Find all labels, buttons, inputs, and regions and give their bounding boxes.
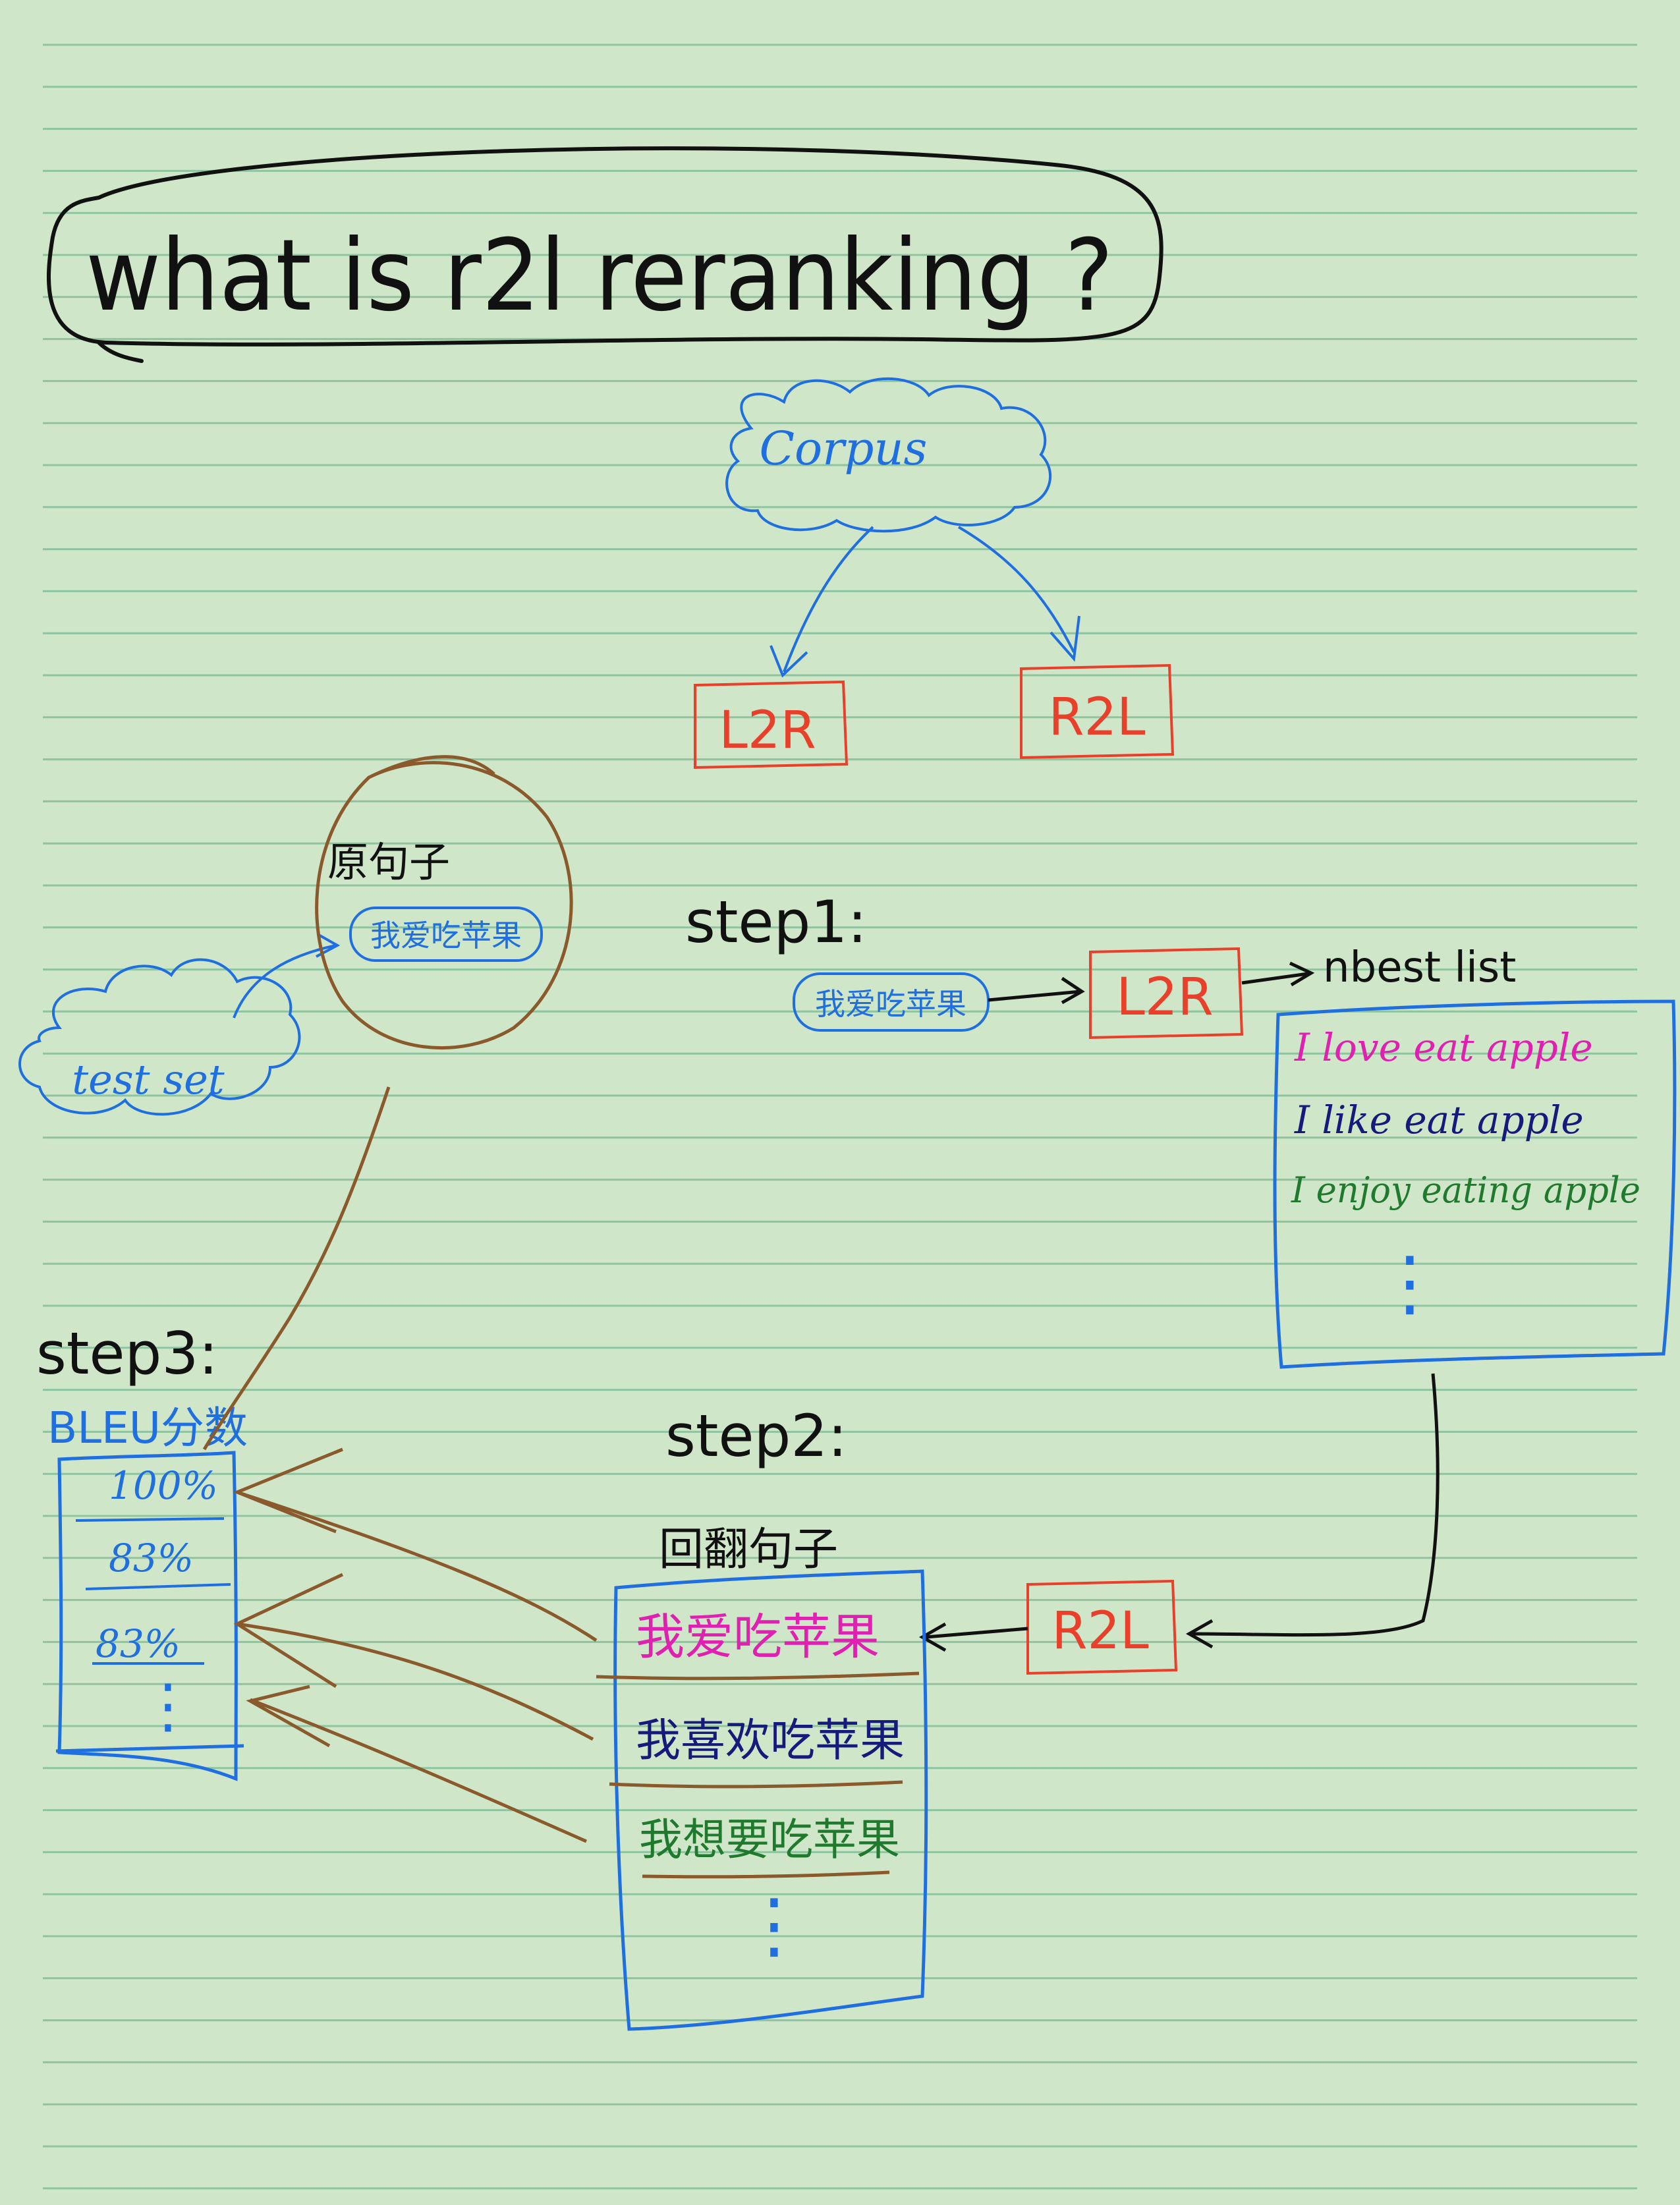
source-sentence-text: 我爱吃苹果 — [370, 918, 522, 953]
nbest-list-box — [1273, 999, 1677, 1369]
l2r-model-top: L2R — [694, 680, 849, 769]
nbest-item-1: I love eat apple — [1294, 1025, 1593, 1070]
l2r-box-top — [694, 680, 849, 769]
bleu-score-3: 83% — [96, 1621, 181, 1666]
backtranslation-item-2: 我喜欢吃苹果 — [636, 1715, 905, 1767]
backtranslation-item-3: 我想要吃苹果 — [639, 1814, 900, 1865]
corpus-cloud — [725, 377, 1052, 533]
r2l-box-top — [1020, 663, 1175, 760]
test-set-label: test set — [72, 1055, 225, 1103]
bottom-underline — [55, 1744, 244, 1753]
arrowhead-corpus-r2l — [1050, 615, 1080, 662]
corpus-label: Corpus — [760, 422, 928, 476]
l2r-label-step1: L2R — [1116, 968, 1213, 1027]
l2r-label-top: L2R — [719, 701, 816, 760]
bleu-header: BLEU分数 — [47, 1403, 248, 1453]
arrow-item1-to-score1 — [233, 1447, 598, 1642]
source-sentence-circle — [315, 755, 573, 1050]
arrow-r2l-to-backtranslation — [925, 1627, 1028, 1639]
backtranslation-header: 回翻句子 — [659, 1524, 838, 1576]
title-group: what is r2l reranking ? — [46, 146, 1163, 363]
arrow-item2-to-score2 — [233, 1573, 594, 1741]
r2l-label-step2: R2L — [1051, 1602, 1149, 1661]
arrow-input-to-l2r — [988, 990, 1081, 1002]
page-title: what is r2l reranking ? — [86, 219, 1113, 333]
source-sentence-pill — [349, 907, 543, 962]
nbest-item-3: I enjoy eating apple — [1291, 1169, 1640, 1211]
step1-input-text: 我爱吃苹果 — [815, 986, 966, 1022]
arrow-l2r-to-nbest — [1241, 972, 1308, 985]
line-source-to-bleu — [202, 1086, 391, 1451]
step1-input-pill — [793, 972, 990, 1032]
title-bubble-tail — [97, 341, 144, 363]
backtranslation-box — [613, 1569, 928, 2031]
nbest-list-label: nbest list — [1323, 943, 1516, 992]
score-divider-1 — [75, 1517, 225, 1522]
bleu-score-1: 100% — [109, 1463, 218, 1508]
arrowhead-nbest-r2l — [1185, 1619, 1214, 1649]
step1-label: step1: — [685, 888, 867, 956]
title-bubble — [46, 146, 1163, 347]
arrowhead-l2r-nbest — [1289, 961, 1315, 987]
bleu-score-box — [57, 1451, 238, 1781]
bleu-score-2: 83% — [109, 1536, 194, 1580]
step3-group: step3: BLEU分数 100% 83% 83% ⋮ — [36, 1086, 598, 1843]
corpus-group: Corpus — [725, 377, 1080, 678]
r2l-model-top: R2L — [1020, 663, 1175, 760]
step1-group: step1: 我爱吃苹果 L2R nbest list I love eat a… — [685, 888, 1677, 1369]
divider-3 — [642, 1870, 890, 1879]
arrow-testset-to-sentence — [233, 944, 337, 1019]
score-divider-2 — [85, 1583, 231, 1590]
test-set-cloud — [18, 958, 301, 1116]
nbest-ellipsis: ⋮ — [1374, 1241, 1446, 1325]
backtranslation-item-1: 我爱吃苹果 — [636, 1609, 880, 1665]
l2r-box-step1 — [1089, 947, 1244, 1040]
arrowhead-r2l-back — [918, 1622, 947, 1652]
arrowhead-input-l2r — [1061, 976, 1085, 1005]
step3-label: step3: — [36, 1320, 218, 1387]
nbest-item-2: I like eat apple — [1294, 1098, 1584, 1142]
r2l-label-top: R2L — [1048, 688, 1146, 747]
arrow-corpus-to-l2r — [783, 526, 874, 673]
arrowhead-corpus-l2r — [770, 645, 808, 678]
divider-1 — [596, 1671, 920, 1681]
r2l-box-step2 — [1026, 1579, 1178, 1675]
test-set-group: test set 原句子 我爱吃苹果 — [18, 755, 573, 1116]
arrow-nbest-to-r2l — [1192, 1373, 1440, 1637]
divider-2 — [609, 1780, 903, 1789]
source-sentence-header: 原句子 — [327, 838, 450, 886]
step2-group: R2L step2: 回翻句子 我爱吃苹果 我喜欢吃苹果 我想要吃苹果 ⋮ — [596, 1373, 1440, 2031]
arrow-item3-to-score3 — [246, 1685, 588, 1843]
arrow-corpus-to-r2l — [957, 526, 1075, 653]
backtranslation-ellipsis: ⋮ — [738, 1883, 810, 1967]
bleu-ellipsis: ⋮ — [138, 1671, 198, 1741]
step2-label: step2: — [665, 1402, 847, 1470]
